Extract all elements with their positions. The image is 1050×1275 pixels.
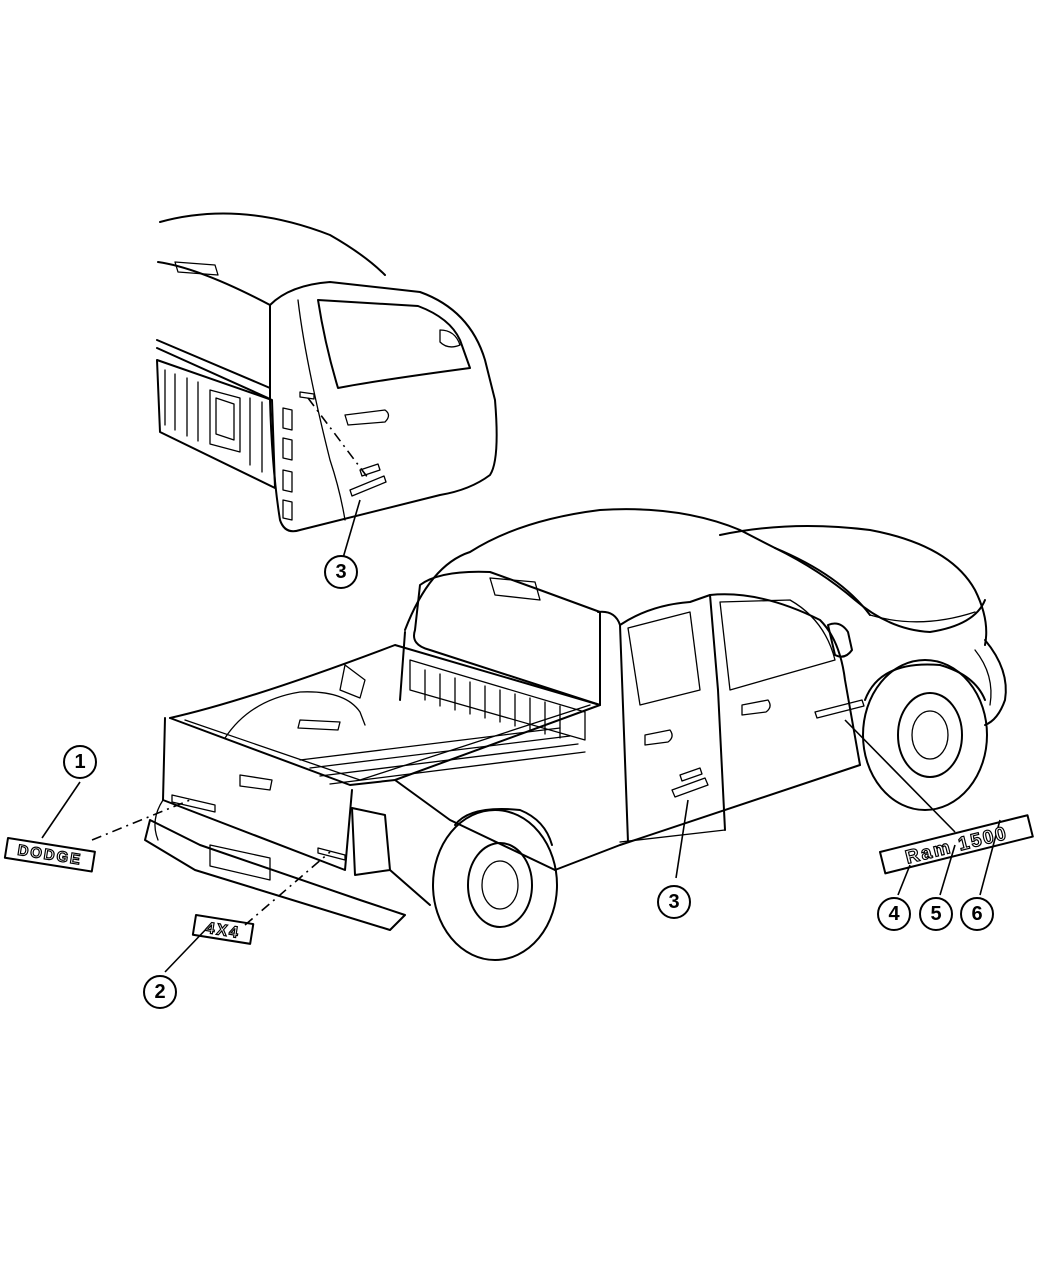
callout-6-label: 6 — [971, 903, 982, 925]
dodge-nameplate: DODGE — [3, 837, 96, 873]
callout-5-label: 5 — [930, 903, 941, 925]
leader-lines — [41, 719, 1001, 973]
callout-3-inset-label: 3 — [335, 561, 346, 583]
rear-wheel — [432, 808, 558, 961]
callout-2: 2 — [143, 975, 177, 1009]
callout-5: 5 — [919, 897, 953, 931]
callout-3-main-label: 3 — [668, 891, 679, 913]
inset-badge — [349, 463, 387, 497]
ram-nameplate-text: Ram 1500 — [903, 823, 1010, 869]
callout-4: 4 — [877, 897, 911, 931]
inset-cab-detail — [156, 212, 498, 559]
door-badge — [671, 767, 709, 798]
callout-3-main: 3 — [657, 885, 691, 919]
callout-6: 6 — [960, 897, 994, 931]
callout-1-label: 1 — [74, 751, 85, 773]
callout-2-label: 2 — [154, 981, 165, 1003]
callout-4-label: 4 — [888, 903, 900, 925]
callout-1: 1 — [63, 745, 97, 779]
front-wheel — [862, 659, 988, 811]
ram-nameplate: Ram 1500 — [879, 814, 1034, 875]
callout-3-inset: 3 — [324, 555, 358, 589]
4x4-nameplate-text: 4X4 — [204, 920, 241, 942]
truck-illustration — [144, 508, 1007, 961]
4x4-nameplate: 4X4 — [191, 914, 255, 945]
